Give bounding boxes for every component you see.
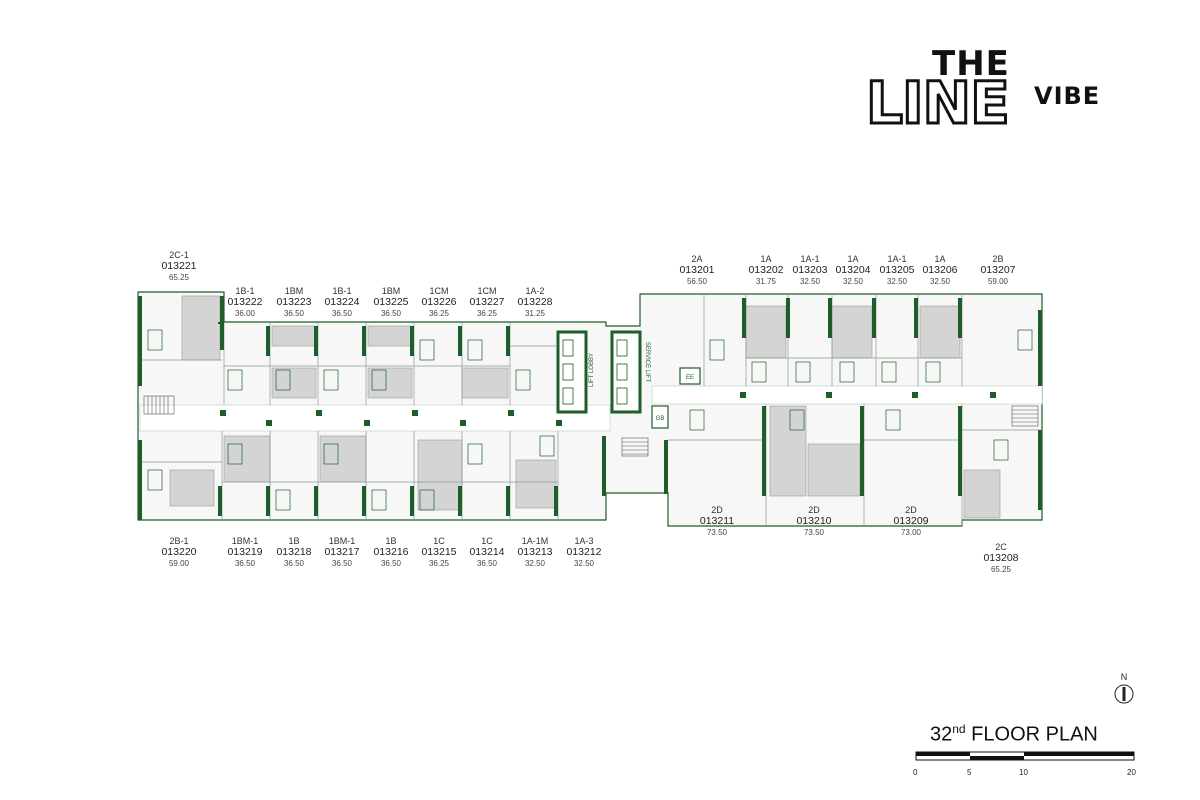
structural-walls	[138, 296, 1042, 520]
scale-tick-0: 0	[913, 768, 918, 777]
scale-tick-10: 10	[1019, 768, 1028, 777]
logo-word-line: LINE	[865, 69, 1012, 137]
corridors	[139, 385, 1043, 432]
floor-plan-text: FLOOR PLAN	[971, 723, 1098, 746]
bathroom-fixtures	[147, 329, 1033, 511]
floor-number: 32	[930, 723, 953, 746]
floor-plan-title: 32nd FLOOR PLAN	[930, 722, 1098, 747]
ee-label: EE	[686, 375, 694, 381]
logo-word-vibe: VIBE	[1034, 82, 1101, 110]
scale-tick-20: 20	[1127, 768, 1136, 777]
scale-bar	[915, 751, 1135, 761]
north-label: N	[1120, 672, 1128, 682]
stairs	[143, 395, 1039, 457]
lift-core	[556, 330, 701, 429]
scale-tick-5: 5	[967, 768, 972, 777]
brand-logo: THE LINE VIBE	[862, 44, 1122, 134]
floor-ordinal: nd	[952, 722, 966, 736]
lift-lobby-label: LIFT LOBBY	[589, 353, 595, 387]
gb-label: GB	[656, 416, 665, 422]
service-lift-label: SERVICE LIFT	[644, 342, 650, 383]
logo-word-the: THE	[932, 44, 1010, 84]
north-arrow	[1114, 684, 1134, 704]
